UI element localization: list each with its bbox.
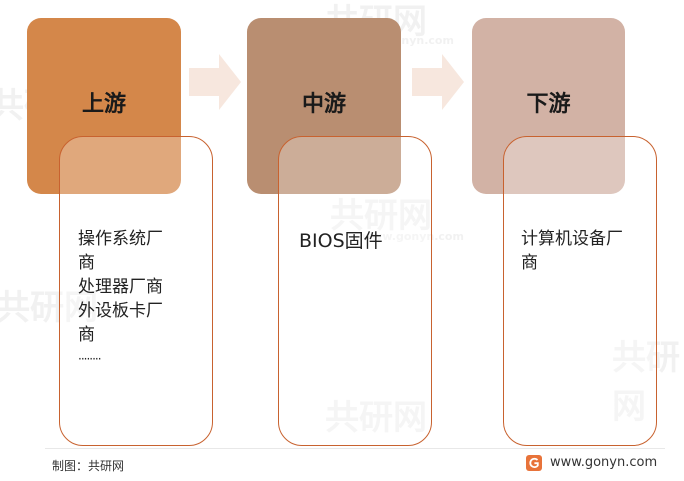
footer-divider [45, 448, 665, 449]
detail-line: ········ [78, 352, 102, 366]
midstream-detail-text: BIOS固件 [299, 229, 424, 253]
arrow-right-icon [189, 54, 241, 110]
detail-line: BIOS固件 [299, 230, 383, 252]
upstream-detail-box [59, 136, 213, 446]
gonyn-logo-icon [526, 455, 542, 471]
detail-line: 操作系统厂 [78, 229, 163, 249]
chart-credit: 制图：共研网 [52, 459, 125, 473]
downstream-detail-text: 计算机设备厂 商 [521, 227, 645, 275]
arrow-right-icon [412, 54, 464, 110]
website-link[interactable]: www.gonyn.com [550, 455, 658, 470]
upstream-detail-text: 操作系统厂 商 处理器厂商 外设板卡厂 商 ········ [78, 227, 196, 371]
detail-line: 外设板卡厂 [78, 301, 163, 321]
midstream-box: 中游 [247, 18, 401, 194]
upstream-box: 上游 [27, 18, 181, 194]
detail-line: 计算机设备厂 [521, 229, 623, 249]
midstream-title: 中游 [301, 92, 346, 117]
downstream-detail-box [503, 136, 657, 446]
detail-line: 商 [78, 253, 95, 273]
detail-line: 处理器厂商 [78, 277, 163, 297]
detail-line: 商 [521, 253, 538, 273]
downstream-box: 下游 [472, 18, 625, 194]
detail-line: 商 [78, 325, 95, 345]
upstream-title: 上游 [81, 92, 126, 117]
downstream-title: 下游 [526, 92, 571, 117]
midstream-detail-box [278, 136, 432, 446]
